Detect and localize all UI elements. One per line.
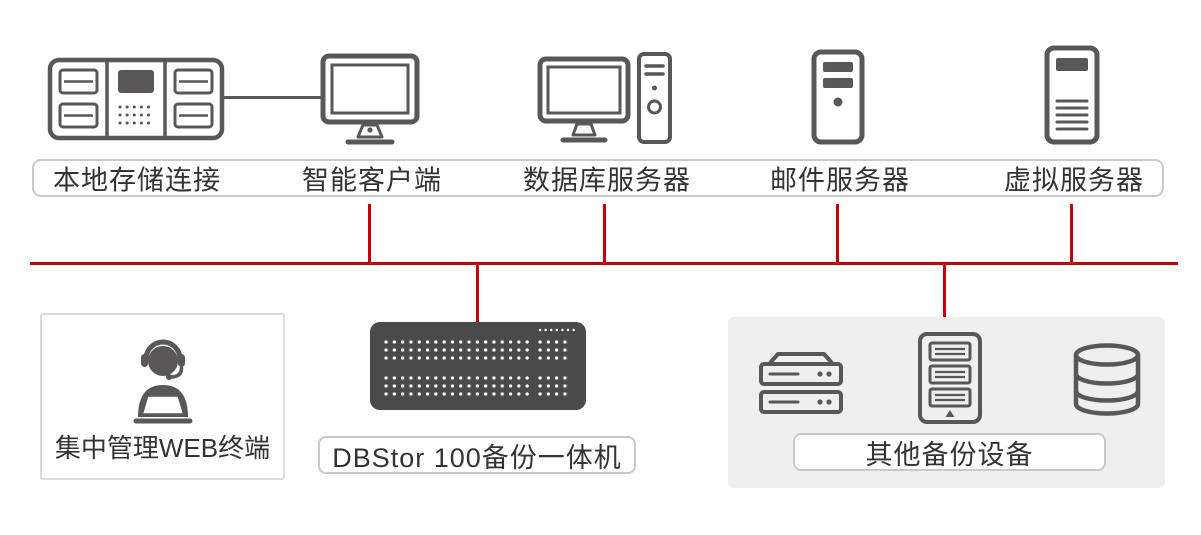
drop-line-dbstor <box>476 265 479 323</box>
drop-line-database-server <box>603 204 606 264</box>
label-database-server: 数据库服务器 <box>523 165 691 196</box>
database-server-icon <box>537 51 673 150</box>
desktop-client-icon <box>320 53 420 152</box>
mail-server-icon <box>811 49 865 150</box>
label-web-terminal: 集中管理WEB终端 <box>54 433 271 463</box>
storage-array-icon <box>47 57 225 146</box>
network-bus-line <box>30 262 1178 265</box>
database-icon <box>1068 341 1146 428</box>
label-dbstor: DBStor 100备份一体机 <box>318 436 636 474</box>
label-other-devices: 其他备份设备 <box>793 433 1106 471</box>
label-local-storage: 本地存储连接 <box>53 165 221 196</box>
device-label-bar: 本地存储连接 智能客户端 数据库服务器 邮件服务器 虚拟服务器 <box>32 159 1164 197</box>
rack-servers-icon <box>758 351 844 422</box>
label-virtual-server: 虚拟服务器 <box>1004 165 1144 196</box>
drop-line-other-devices <box>943 265 946 318</box>
backup-appliance-icon <box>370 322 586 415</box>
support-agent-icon <box>108 329 218 434</box>
drop-line-virtual-server <box>1070 204 1073 264</box>
server-cabinet-icon <box>917 331 983 430</box>
other-devices-panel: 其他备份设备 <box>728 317 1165 488</box>
web-terminal-card: 集中管理WEB终端 <box>40 313 285 480</box>
label-mail-server: 邮件服务器 <box>770 165 910 196</box>
storage-client-connector-line <box>223 96 322 99</box>
drop-line-smart-client <box>368 204 371 264</box>
virtual-server-icon <box>1044 45 1100 150</box>
label-smart-client: 智能客户端 <box>302 165 442 196</box>
drop-line-mail-server <box>836 204 839 264</box>
